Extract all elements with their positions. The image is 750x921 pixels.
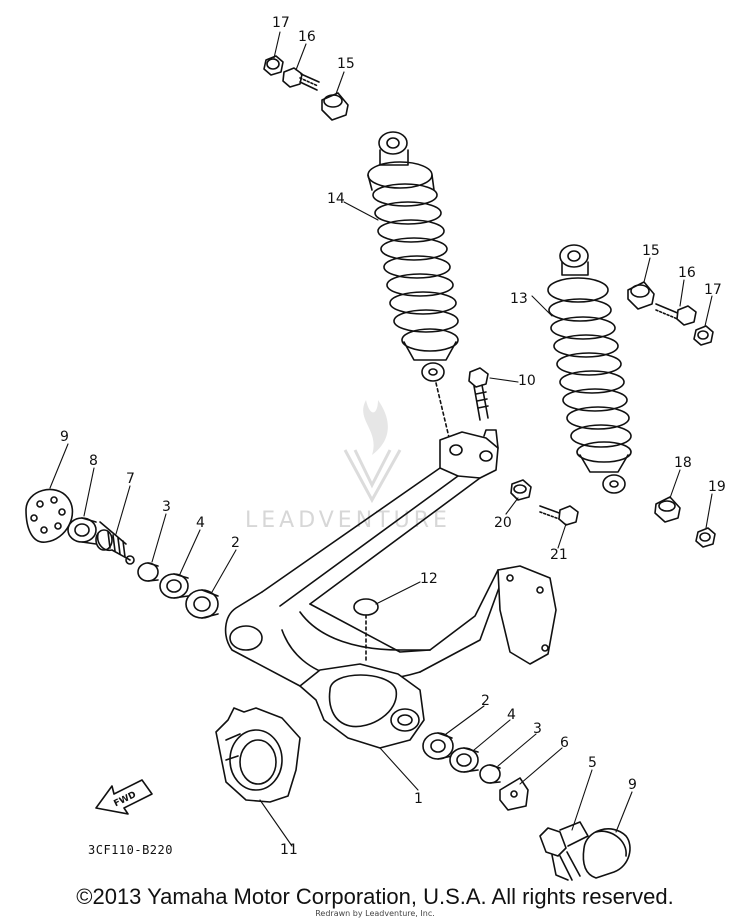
nut-19-icon [695, 527, 716, 548]
callout-13: 13 [510, 291, 528, 307]
bolt-21-icon [539, 505, 579, 526]
callout-19: 19 [708, 479, 726, 495]
swingarm-1-icon [224, 429, 557, 749]
shock-absorber-14-icon [367, 131, 459, 451]
callout-21: 21 [550, 547, 568, 563]
callout-9-right: 9 [628, 777, 637, 793]
callout-8: 8 [89, 453, 98, 469]
watermark-text: LEADVENTURE [245, 508, 451, 533]
redrawn-note: Redrawn by Leadventure, Inc. [315, 909, 435, 918]
callout-11: 11 [280, 842, 298, 858]
callout-20: 20 [494, 515, 512, 531]
callout-15-right: 15 [642, 243, 660, 259]
cap-9-left-icon [25, 488, 74, 543]
callout-15-upper: 15 [337, 56, 355, 72]
callout-18: 18 [674, 455, 692, 471]
shock-absorber-13-icon [547, 244, 632, 494]
cap-12-icon [353, 598, 379, 661]
collar-3-right-icon [479, 764, 501, 784]
callout-4-right: 4 [507, 707, 516, 723]
nut-20-icon [510, 479, 532, 501]
callout-5: 5 [588, 755, 597, 771]
callout-16-upper: 16 [298, 29, 316, 45]
fwd-arrow-icon [95, 779, 153, 815]
callout-6: 6 [560, 735, 569, 751]
washer-4-right-icon [449, 747, 479, 773]
callout-12: 12 [420, 571, 438, 587]
callout-14: 14 [327, 191, 345, 207]
pivot-shaft-7-icon [95, 521, 135, 565]
cap-9-right-icon [582, 828, 631, 879]
collar-18-icon [654, 496, 681, 523]
callout-16-right: 16 [678, 265, 696, 281]
callout-3-left: 3 [162, 499, 171, 515]
copyright-notice: ©2013 Yamaha Motor Corporation, U.S.A. A… [76, 884, 674, 909]
callout-2-left: 2 [231, 535, 240, 551]
leader-lines [49, 31, 713, 847]
callout-17-right: 17 [704, 282, 722, 298]
callout-3-right: 3 [533, 721, 542, 737]
callout-7: 7 [126, 471, 135, 487]
collar-15-upper-icon [321, 92, 349, 121]
callout-2-right: 2 [481, 693, 490, 709]
nut-17-right-icon [693, 325, 714, 346]
callout-17-upper: 17 [272, 15, 290, 31]
callout-4-left: 4 [196, 515, 205, 531]
callout-9-left: 9 [60, 429, 69, 445]
seal-8-icon [67, 517, 97, 545]
nut-17-upper-icon [263, 55, 284, 76]
bolt-16-upper-icon [282, 67, 320, 91]
bolt-16-right-icon [655, 303, 697, 326]
collar-15-right-icon [627, 281, 655, 310]
callout-1: 1 [414, 791, 423, 807]
washer-4-left-icon [159, 573, 189, 599]
pivot-bolt-5-icon [539, 821, 589, 881]
collar-3-left-icon [137, 562, 159, 582]
bearing-2-left-icon [185, 589, 219, 619]
callout-10: 10 [518, 373, 536, 389]
dust-cover-11-icon [215, 707, 301, 803]
bearing-2-right-icon [422, 732, 454, 760]
bolt-10-icon [468, 367, 489, 421]
drawing-code: 3CF110-B220 [88, 843, 173, 857]
lock-washer-6-icon [499, 777, 529, 811]
